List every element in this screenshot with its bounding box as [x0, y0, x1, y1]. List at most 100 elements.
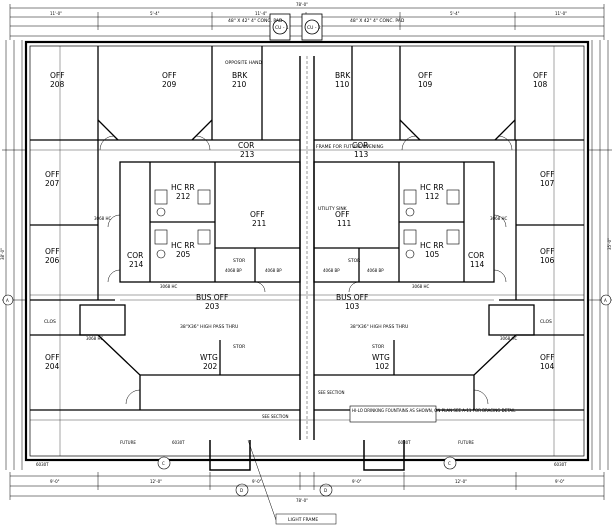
bottom-seg-dim: 9'-0": [352, 479, 362, 484]
door-tag: 3068 HC: [94, 216, 111, 221]
room-label: COR: [352, 141, 368, 150]
top-seg-dim: 11'-4": [255, 11, 267, 16]
room-number: 114: [470, 260, 485, 269]
interior-walls: [30, 46, 584, 411]
door-tag: 6030T: [172, 440, 185, 445]
top-seg-dim: 5'-4": [450, 11, 460, 16]
room-label: OFF: [45, 170, 60, 179]
door-tag: 6030T: [36, 462, 49, 467]
room-label: HC RR: [171, 241, 195, 250]
restroom-fixtures: [154, 189, 460, 259]
room-label: OFF: [540, 353, 555, 362]
exterior-walls: [24, 40, 590, 471]
bottom-dimension-lines: [9, 472, 605, 500]
pad-note-right: 48" X 42" 4" CONC. PAD: [350, 18, 405, 24]
cu-2-label: CU - 2: [307, 25, 321, 31]
room-label: COR: [127, 251, 143, 260]
room-label: STOR: [348, 258, 360, 264]
cu-1-label: CU - 1: [275, 25, 289, 31]
room-number: 208: [50, 80, 65, 89]
door-tag: 3068 HC: [160, 284, 177, 289]
future-note-right: FUTURE: [458, 440, 474, 445]
door-tag: 4068 BP: [323, 268, 340, 273]
room-number: 206: [45, 256, 60, 265]
room-number: 209: [162, 80, 177, 89]
room-number: 108: [533, 80, 548, 89]
pad-note-left: 48" X 42" 4" CONC. PAD: [228, 18, 283, 24]
utility-sink-note: UTILITY SINK: [318, 206, 348, 212]
room-number: 212: [176, 192, 191, 201]
light-frame-label: LIGHT FRAME: [288, 517, 318, 523]
room-label: BRK: [232, 71, 248, 80]
bottom-seg-dim: 9'-0": [50, 479, 60, 484]
room-label: HC RR: [171, 183, 195, 192]
room-number: 205: [176, 250, 191, 259]
room-label: WTG: [372, 353, 390, 362]
pass-thru-note-right: 38"X36" HIGH PASS THRU: [350, 324, 408, 330]
leader-line: [247, 439, 277, 521]
door-tag: 4068 BP: [265, 268, 282, 273]
room-number: 213: [240, 150, 255, 159]
door-tag: 4068 BP: [225, 268, 242, 273]
room-number: 109: [418, 80, 433, 89]
room-label: CLOS: [44, 319, 56, 325]
future-note-left: FUTURE: [120, 440, 136, 445]
room-label: OFF: [540, 247, 555, 256]
room-number: 202: [203, 362, 218, 371]
room-label: COR: [238, 141, 254, 150]
room-number: 112: [425, 192, 440, 201]
marker-label: A: [6, 298, 9, 303]
room-label: OFF: [533, 71, 548, 80]
room-labels: OFF 208 OFF 209 BRK 210 BRK 110 OFF 109 …: [44, 71, 555, 371]
marker-label: A: [604, 298, 607, 303]
room-number: 207: [45, 179, 60, 188]
opposite-hand-note: OPPOSITE HAND: [225, 60, 263, 66]
light-frame-box: [275, 513, 337, 525]
room-label: OFF: [335, 210, 350, 219]
room-number: 104: [540, 362, 555, 371]
room-label: BRK: [335, 71, 351, 80]
door-tag: 3068 HC: [490, 216, 507, 221]
section-note-right: SEE SECTION: [318, 390, 345, 395]
door-tag: 3068 HC: [86, 336, 103, 341]
marker-label: C: [162, 461, 165, 466]
fountain-note: HI-LO DRINKING FOUNTAINS AS SHOWN, ON PL…: [352, 408, 516, 413]
room-number: 106: [540, 256, 555, 265]
grid-lines: [30, 46, 584, 456]
marker-label: D: [240, 488, 243, 493]
room-label: OFF: [45, 247, 60, 256]
room-label: STOR: [372, 344, 384, 350]
central-walls: [299, 56, 315, 440]
door-tag: 6030T: [398, 440, 411, 445]
room-label: STOR: [233, 258, 245, 264]
room-number: 102: [375, 362, 390, 371]
room-label: COR: [468, 251, 484, 260]
cu-pads: [269, 13, 323, 41]
room-label: OFF: [540, 170, 555, 179]
top-seg-dim: 11'-0": [555, 11, 567, 16]
section-markers: [2, 294, 612, 497]
pass-thru-note-left: 38"X36" HIGH PASS THRU: [180, 324, 238, 330]
room-label: HC RR: [420, 183, 444, 192]
bottom-total-dim: 78'-0": [296, 498, 308, 503]
section-note-left: SEE SECTION: [262, 414, 289, 419]
room-label: OFF: [250, 210, 265, 219]
room-label: BUS OFF: [196, 293, 228, 302]
left-total-dim: 38'-0": [0, 248, 5, 260]
top-seg-dim: 11'-0": [50, 11, 62, 16]
room-label: OFF: [418, 71, 433, 80]
top-seg-dim: 5'-4": [150, 11, 160, 16]
marker-label: C: [448, 461, 451, 466]
bottom-seg-dim: 9'-0": [252, 479, 262, 484]
room-label: STOR: [233, 344, 245, 350]
room-label: OFF: [162, 71, 177, 80]
room-label: OFF: [45, 353, 60, 362]
top-total-dim: 78'-0": [296, 2, 308, 7]
side-dimension-lines: [2, 40, 612, 470]
room-number: 103: [345, 302, 360, 311]
room-label: OFF: [50, 71, 65, 80]
room-label: HC RR: [420, 241, 444, 250]
marker-label: D: [324, 488, 327, 493]
bottom-seg-dim: 9'-0": [555, 479, 565, 484]
